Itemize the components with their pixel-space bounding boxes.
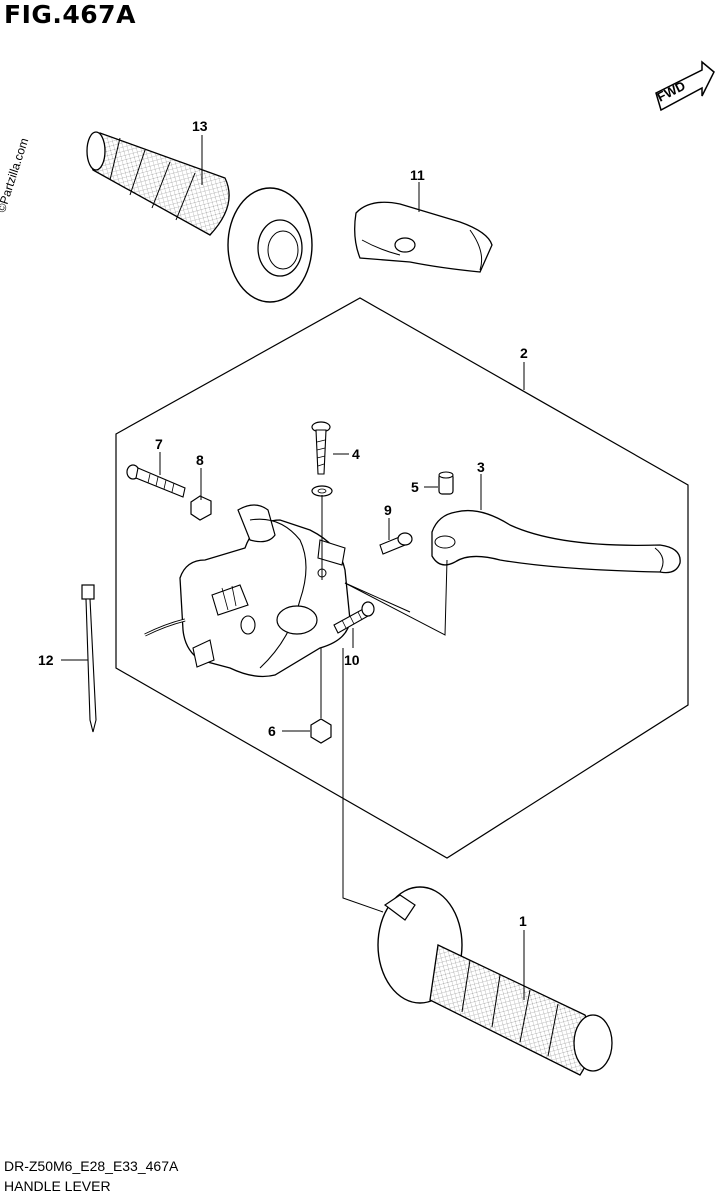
- part-1-throttle-grip: [377, 886, 613, 1076]
- callouts: 13 11 2 7 4 8 3 5 9 10 12 6 1: [38, 118, 528, 929]
- callout-7: 7: [155, 436, 163, 452]
- figure-caption: HANDLE LEVER: [4, 1178, 111, 1194]
- callout-5: 5: [411, 479, 419, 495]
- callout-4: 4: [352, 446, 360, 462]
- part-12-cable-tie: [81, 584, 97, 733]
- lever-bracket-body: [144, 504, 351, 678]
- callout-3: 3: [477, 459, 485, 475]
- model-code: DR-Z50M6_E28_E33_467A: [4, 1158, 179, 1174]
- callout-11: 11: [410, 167, 425, 183]
- part-4-screw: [311, 421, 333, 497]
- figure-title: FIG.467A: [4, 0, 136, 29]
- part-3-lever: [431, 509, 681, 574]
- callout-12: 12: [38, 652, 54, 668]
- part-8-nut: [190, 495, 212, 521]
- leader-lines: [61, 135, 525, 1000]
- callout-10: 10: [344, 652, 360, 668]
- callout-8: 8: [196, 452, 204, 468]
- part-11-lever-boot: [354, 201, 493, 273]
- part-6-nut: [310, 718, 332, 744]
- part-9-bolt: [379, 532, 413, 555]
- part-10-bolt: [333, 601, 375, 634]
- callout-2: 2: [520, 345, 528, 361]
- callout-13: 13: [192, 118, 208, 134]
- part-7-bolt: [126, 464, 186, 498]
- part-13-left-grip: [86, 131, 313, 303]
- assembly-outline: [115, 297, 689, 859]
- callout-1: 1: [519, 913, 527, 929]
- callout-9: 9: [384, 502, 392, 518]
- part-5-collar: [438, 471, 454, 495]
- fwd-arrow-icon: FWD: [655, 60, 715, 112]
- callout-6: 6: [268, 723, 276, 739]
